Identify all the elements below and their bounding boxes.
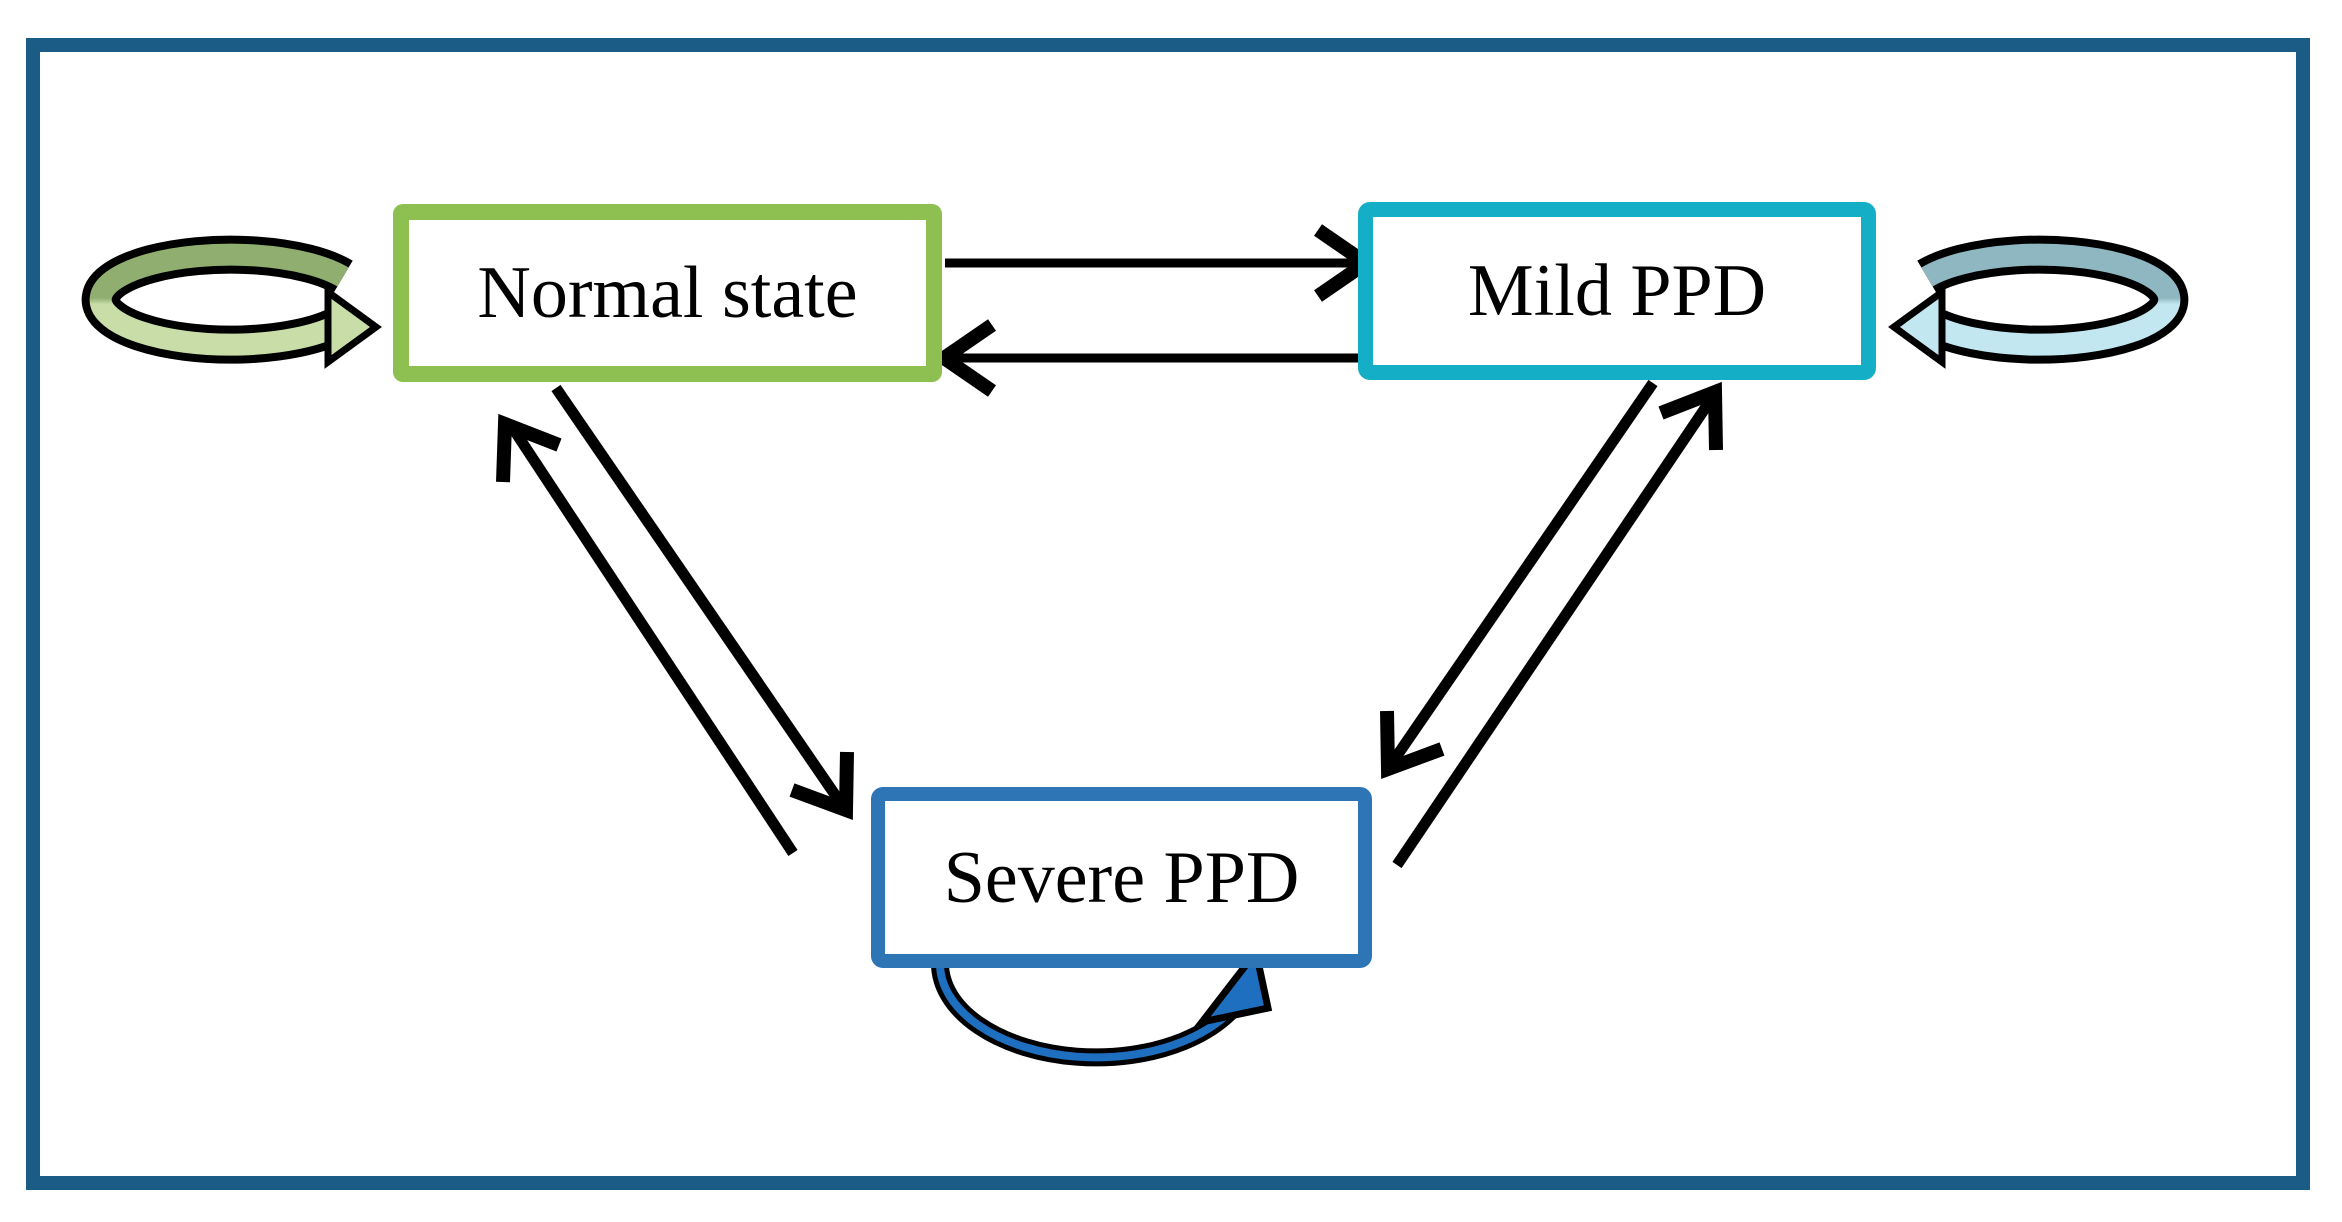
self-loop-normal-arrowhead-icon: [324, 285, 382, 369]
state-label-mild: Mild PPD: [1467, 250, 1767, 332]
arrow-severe-to-mild-shaft: [1392, 394, 1717, 869]
arrow-severe-to-normal-head: [496, 413, 562, 483]
state-node-mild: Mild PPD: [1358, 202, 1876, 380]
state-label-severe: Severe PPD: [943, 836, 1300, 919]
state-label-normal: Normal state: [477, 252, 858, 334]
arrow-mild-to-normal-head: [931, 319, 996, 397]
self-loop-mild-ribbon-icon: [1921, 243, 2181, 356]
state-node-normal: Normal state: [393, 204, 942, 382]
self-loop-mild-arrowhead-icon: [1888, 285, 1946, 369]
diagram-frame: [26, 38, 2310, 1190]
self-loop-severe-arc-icon: [936, 963, 1251, 1062]
arrow-normal-to-severe-shaft: [551, 384, 845, 806]
arrow-severe-to-mild-head: [1658, 381, 1723, 451]
arrow-mild-to-severe-head: [1380, 710, 1445, 779]
arrow-severe-to-normal-shaft: [507, 423, 798, 857]
arrow-normal-to-severe-head: [789, 751, 854, 820]
self-loop-severe-arrowhead-icon: [1193, 943, 1273, 1028]
arrow-mild-to-severe-shaft: [1389, 379, 1658, 764]
self-loop-severe-outline-icon: [931, 963, 1256, 1067]
self-loop-normal-ribbon-icon: [89, 243, 349, 356]
state-node-severe: Severe PPD: [871, 787, 1372, 968]
